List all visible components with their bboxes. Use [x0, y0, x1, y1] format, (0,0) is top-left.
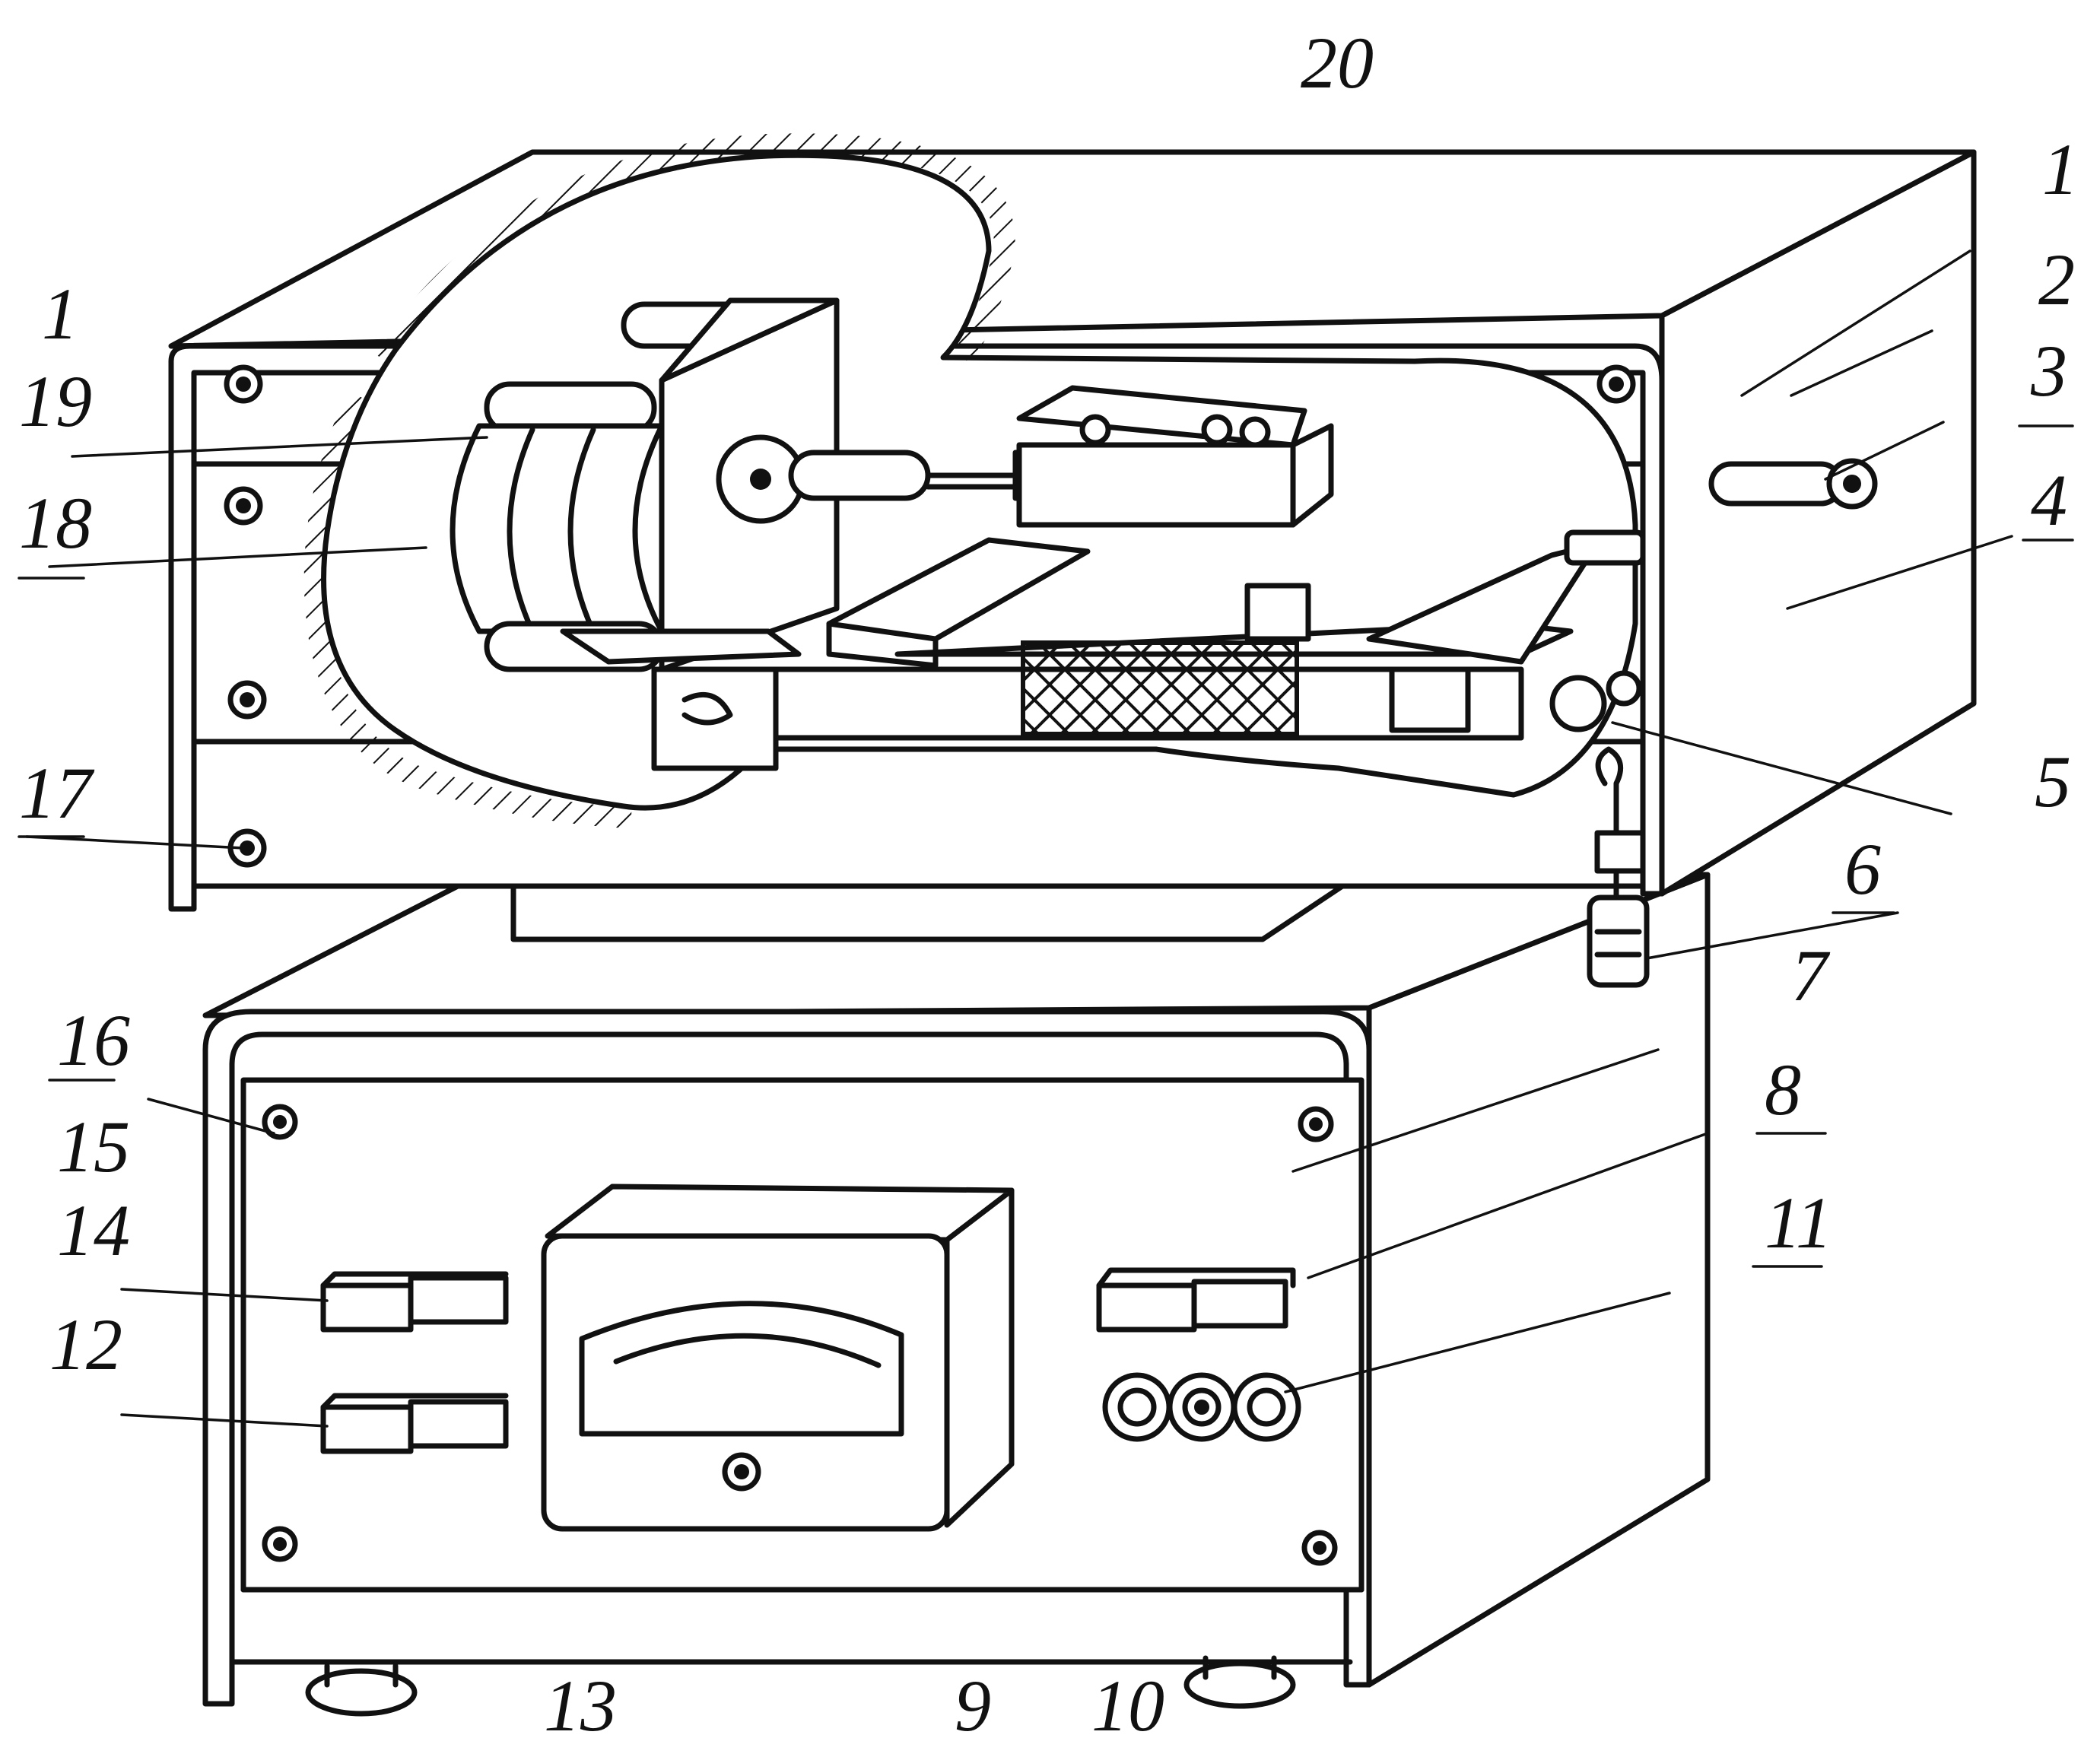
screw-icon [262, 1104, 298, 1140]
callout-18: 18 [19, 482, 92, 564]
callout-10: 10 [1091, 1665, 1164, 1738]
meter-scale-arc [613, 1333, 882, 1368]
screw-icon [1301, 1530, 1338, 1566]
callout-2: 2 [2038, 239, 2075, 320]
base-foot-right-stem [1202, 1655, 1277, 1680]
callout-1-left: 1 [42, 273, 78, 354]
upper-housing [168, 133, 1977, 988]
callout-5: 5 [2035, 741, 2071, 822]
callout-16: 16 [57, 999, 130, 1081]
callout-9: 9 [955, 1665, 991, 1738]
button-pair-right [1096, 1267, 1296, 1333]
base-plinth [229, 1587, 1365, 1665]
screw-icon [262, 1526, 298, 1562]
base-foot-left-stem [324, 1663, 399, 1688]
screw-icon [227, 680, 267, 720]
mesh-pad [1021, 640, 1299, 736]
button-pair-lower-left [320, 1393, 509, 1454]
clamp-arm [1244, 529, 1646, 665]
screw-icon [1298, 1106, 1334, 1142]
base-side-panel [1366, 872, 1711, 1688]
callout-3: 3 [2030, 330, 2067, 411]
leader-lines [25, 249, 2013, 1428]
connector-socket [1231, 1372, 1301, 1442]
screw-icon [224, 364, 263, 404]
meter-gauge [541, 1184, 1015, 1532]
support-block [510, 883, 1345, 942]
callout-13: 13 [544, 1665, 617, 1738]
callout-20: 20 [1301, 22, 1374, 103]
callout-19: 19 [19, 361, 92, 442]
hook-lock [1587, 746, 1650, 988]
left-bracket [651, 666, 779, 771]
side-pin [1708, 458, 1878, 510]
connector-socket [1102, 1372, 1172, 1442]
callout-8: 8 [1765, 1049, 1801, 1130]
roller [1549, 670, 1642, 732]
callout-4: 4 [2031, 459, 2067, 541]
base-foot-left [305, 1668, 418, 1717]
screw-icon [722, 1452, 761, 1492]
base-front-frame [202, 1009, 1372, 1707]
callout-17: 17 [19, 752, 95, 834]
label-underlines [17, 424, 2074, 1268]
callout-1-right: 1 [2042, 129, 2079, 210]
holder-block [1016, 385, 1334, 528]
screw-icon [224, 486, 263, 526]
connector-socket [1167, 1372, 1237, 1442]
guide-arm [826, 537, 1091, 642]
screw-icon [1596, 364, 1636, 404]
callout-15: 15 [57, 1106, 130, 1187]
button-pair-upper-left [320, 1271, 509, 1333]
callout-14: 14 [57, 1190, 130, 1271]
callout-11: 11 [1765, 1182, 1832, 1263]
callout-labels: 20 1 2 3 4 5 6 7 8 11 9 10 13 12 14 15 1… [19, 22, 2079, 1738]
callout-7: 7 [1791, 935, 1831, 1016]
base-foot-right [1183, 1660, 1296, 1709]
callout-12: 12 [49, 1304, 122, 1385]
lever-arm [560, 628, 802, 665]
callout-6: 6 [1844, 828, 1881, 910]
base-cabinet [202, 853, 1711, 1717]
